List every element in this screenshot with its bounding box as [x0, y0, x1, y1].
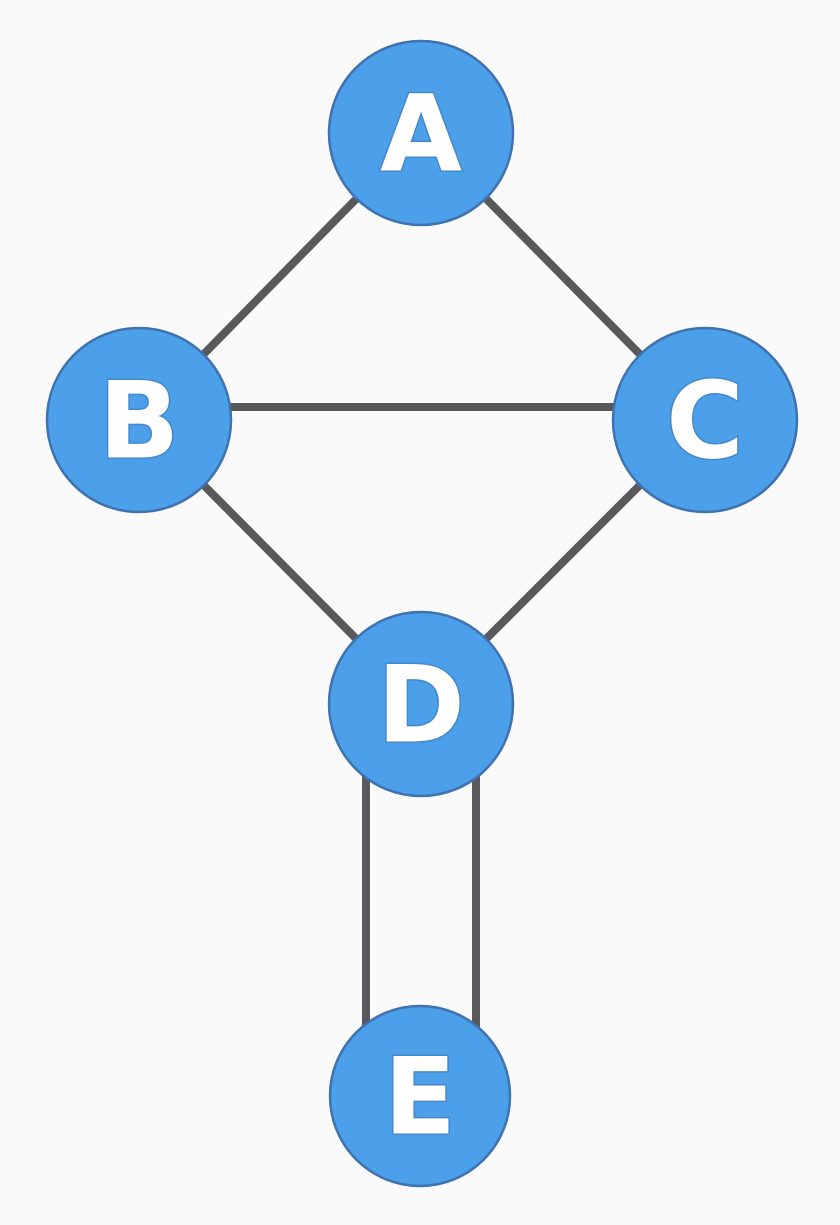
node-C: C [611, 326, 799, 514]
node-label-B: B [99, 360, 180, 483]
node-label-C: C [666, 360, 744, 483]
node-D: D [327, 610, 515, 798]
node-E: E [328, 1004, 512, 1188]
node-label-A: A [380, 73, 462, 196]
node-circle-C [611, 326, 799, 514]
node-circle-E [328, 1004, 512, 1188]
node-label-D: D [377, 644, 465, 767]
nodes-layer: A B C D E [45, 39, 799, 1188]
node-circle-A [327, 39, 515, 227]
node-label-E: E [384, 1036, 456, 1159]
node-B: B [45, 326, 233, 514]
node-circle-D [327, 610, 515, 798]
node-A: A [327, 39, 515, 227]
node-circle-B [45, 326, 233, 514]
